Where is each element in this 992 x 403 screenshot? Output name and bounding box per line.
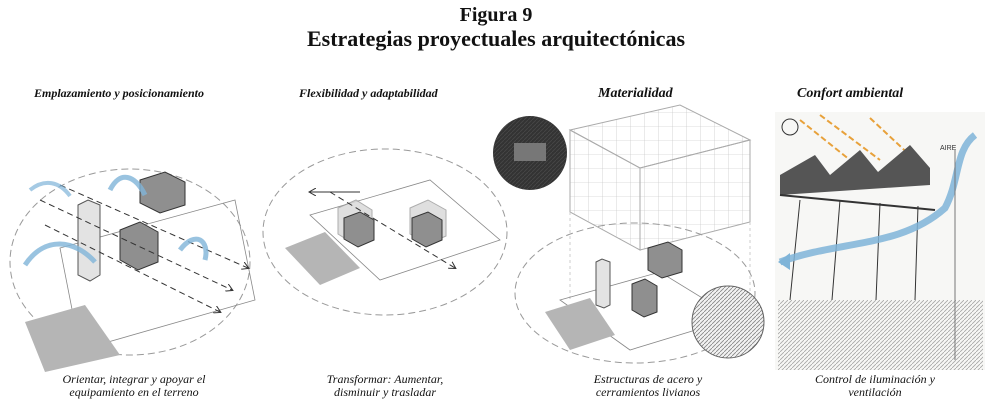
materialidad-diagram (493, 104, 765, 364)
air-label: AIRE (940, 145, 957, 152)
module-volume-2 (411, 211, 443, 248)
sawtooth-roof (780, 145, 930, 195)
air-flow-arrow (178, 236, 209, 261)
panel-heading-emplazamiento: Emplazamiento y posicionamiento (34, 86, 205, 100)
figure-number: Figura 9 (459, 4, 533, 26)
ground-plane (25, 305, 120, 372)
panel-heading-materialidad: Materialidad (598, 86, 673, 101)
block-volume-1 (119, 221, 159, 271)
ground-plane (545, 298, 615, 350)
tower-volume (77, 199, 101, 282)
confort-sketch: AIRE (775, 112, 985, 370)
panel-heading-confort: Confort ambiental (797, 86, 904, 101)
emplazamiento-diagram (9, 168, 256, 372)
air-flow-arrow (778, 132, 978, 266)
air-flow-arrow (28, 180, 72, 198)
module-volume-1 (343, 211, 375, 248)
figure-title: Estrategias proyectuales arquitectónicas (306, 26, 686, 51)
tower-volume (595, 258, 611, 309)
sun-icon (781, 118, 799, 136)
panel-heading-flexibilidad: Flexibilidad y adaptabilidad (299, 86, 438, 100)
block-volume-2 (139, 171, 186, 214)
air-flow-arrow (107, 175, 148, 197)
block-volume-1 (631, 278, 658, 318)
flexibilidad-diagram (262, 148, 508, 316)
panel-caption-flexibilidad: Transformar: Aumentar,disminuir y trasla… (326, 372, 444, 399)
block-volume-2 (647, 241, 683, 279)
ground-plane (285, 232, 360, 285)
air-flow-arrow (22, 241, 97, 267)
